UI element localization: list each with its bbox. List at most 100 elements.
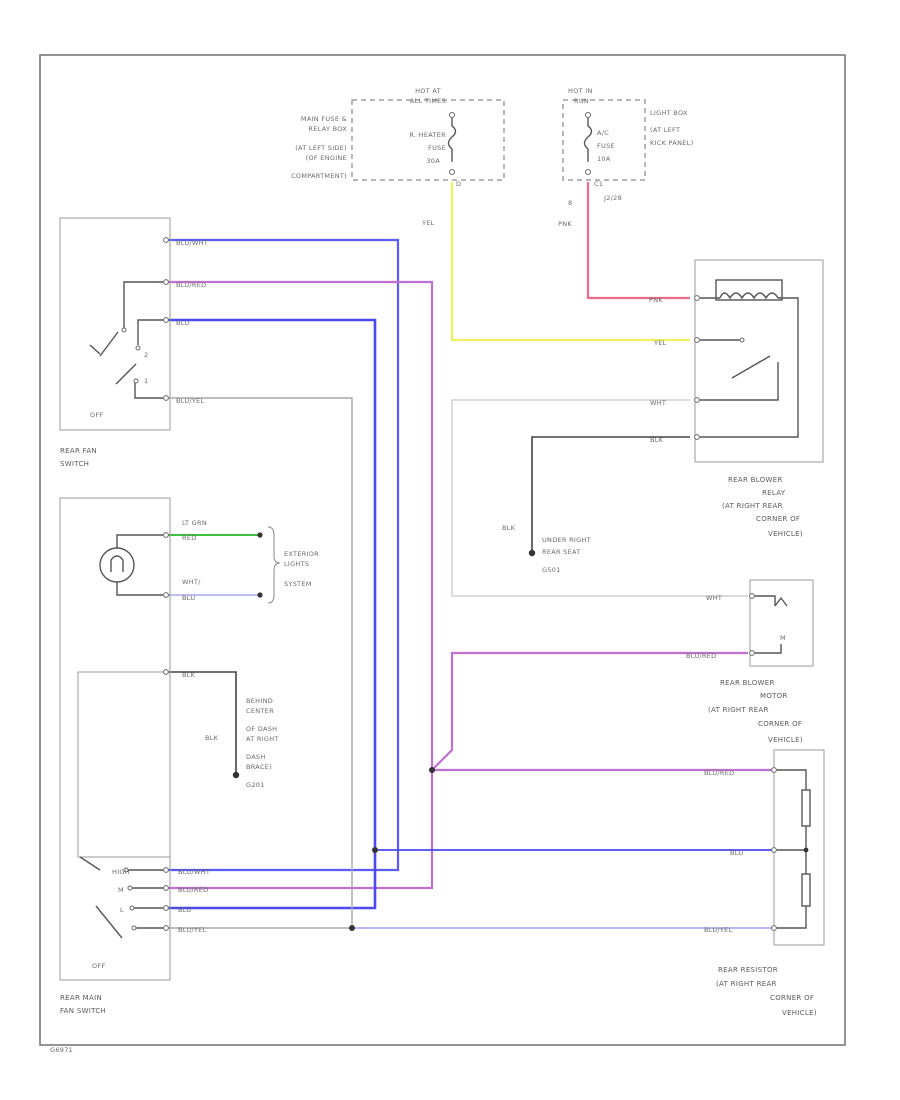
rear-main-switch-contacts bbox=[79, 856, 163, 929]
relay-pin-blk bbox=[694, 434, 700, 440]
rear-main-pos-high: HIGH bbox=[112, 868, 130, 876]
fuse-1-pin-bottom bbox=[449, 169, 455, 175]
fuse-2-word: FUSE bbox=[597, 142, 615, 150]
fuse-box-2-location-line-2: (AT LEFT bbox=[650, 126, 680, 134]
ground-1-label-line-5: DASH bbox=[246, 753, 266, 761]
fuse-2-pin-bottom bbox=[585, 169, 591, 175]
wire-blu-red-motor bbox=[431, 651, 748, 771]
wire-blu-label-1: BLU bbox=[176, 319, 189, 327]
resistor-pin-blu-yel bbox=[771, 925, 777, 931]
rear-fan-off: OFF bbox=[90, 411, 104, 419]
wire-lt-grn-end bbox=[257, 532, 263, 538]
wire-blu-yel-label-resistor: BLU/YEL bbox=[704, 926, 733, 934]
wire-wht-blu-label-bottom: BLU bbox=[182, 594, 195, 602]
wire-pnk-label: PNK bbox=[558, 220, 572, 228]
fuse-box-1-header-line-2: ALL TIMES bbox=[410, 97, 446, 105]
fuse-box-1-location-line-2: RELAY BOX bbox=[308, 125, 347, 133]
ground-1-label-line-3: OF DASH bbox=[246, 725, 277, 733]
wire-wht-blu-label-top: WHT/ bbox=[182, 578, 201, 586]
rear-fan-pos-1: 1 bbox=[144, 377, 148, 385]
rear-blower-motor-box bbox=[749, 579, 814, 667]
wire-blk-label-switch: BLK bbox=[182, 671, 196, 679]
junction-blu-yel bbox=[349, 925, 355, 931]
rear-fan-contact-3 bbox=[133, 378, 139, 384]
wire-blu-label-2: BLU bbox=[178, 906, 191, 914]
fuse-2-connector-label: J2/28 bbox=[603, 194, 622, 202]
fuse-1-pin-top bbox=[449, 112, 455, 118]
resistor-pin-blu bbox=[771, 847, 777, 853]
rear-main-lamp-leads bbox=[116, 534, 163, 596]
wire-yel-label: YEL bbox=[421, 219, 435, 227]
fuse-2-rating: 10A bbox=[597, 155, 611, 163]
rear-blower-relay-box bbox=[694, 259, 824, 463]
ground-1-label-line-6: BRACE) bbox=[246, 763, 272, 771]
ground-1-label-line-7: G201 bbox=[246, 781, 265, 789]
wire-blu-red-label-2: BLU/RED bbox=[178, 886, 208, 894]
wire-blu-wht-label-1: BLU/WHT bbox=[176, 239, 208, 247]
main-fuse-box-outline bbox=[351, 99, 505, 181]
relay-contact-circuit bbox=[700, 339, 779, 401]
relay-pin-wht bbox=[694, 397, 700, 403]
rear-main-contact-m bbox=[127, 885, 133, 891]
rear-blower-motor-label-line-1: REAR BLOWER bbox=[720, 679, 775, 687]
exterior-lights-label-line-3: SYSTEM bbox=[284, 580, 312, 588]
wire-blu-red-label-motor: BLU/RED bbox=[686, 652, 716, 660]
fuse-box-1-header-line-1: HOT AT bbox=[415, 87, 441, 95]
junction-blu-red bbox=[429, 767, 435, 773]
resistor-junction bbox=[803, 847, 809, 853]
fuse-box-2-header-line-2: RUN bbox=[574, 97, 589, 105]
wire-blu-yel bbox=[168, 397, 353, 929]
fuse-box-2-header-line-1: HOT IN bbox=[568, 87, 593, 95]
fuse-2-symbol bbox=[583, 118, 593, 162]
rear-fan-switch-blade-1 bbox=[99, 331, 119, 357]
wire-yel-label-relay: YEL bbox=[653, 339, 667, 347]
rear-fan-switch-label-line-1: REAR FAN bbox=[60, 447, 97, 455]
rear-fan-contact-2 bbox=[135, 345, 141, 351]
ground-g501-dot bbox=[528, 549, 536, 557]
wire-lt-grn-label-bottom: RED bbox=[182, 534, 197, 542]
ground-1-label-line-4: AT RIGHT bbox=[246, 735, 279, 743]
rear-fan-pin-3 bbox=[163, 317, 169, 323]
ground-1-label-line-1: BEHIND bbox=[246, 697, 273, 705]
rear-fan-pos-2: 2 bbox=[144, 351, 148, 359]
fuse-2-name: A/C bbox=[597, 129, 609, 137]
fuse-1-pin-label: D bbox=[456, 180, 461, 188]
wire-wht-label-relay: WHT bbox=[650, 399, 666, 407]
fuse-1-word: FUSE bbox=[428, 144, 446, 152]
rear-blower-motor-label-line-2: MOTOR bbox=[760, 692, 788, 700]
ground-2-wire-label: BLK bbox=[502, 524, 516, 532]
fuse-1-rating: 30A bbox=[426, 157, 440, 165]
relay-contact-point bbox=[739, 337, 745, 343]
relay-pin-yel bbox=[694, 337, 700, 343]
rear-main-switch-blade bbox=[95, 905, 123, 939]
rear-fan-pin-2 bbox=[163, 279, 169, 285]
rear-fan-switch-label-line-2: SWITCH bbox=[60, 460, 89, 468]
rear-blower-relay-label-line-4: CORNER OF bbox=[756, 515, 800, 523]
relay-coil-box bbox=[715, 279, 783, 301]
wire-blu-wht-label-2: BLU/WHT bbox=[178, 868, 210, 876]
ground-g201-dot bbox=[232, 771, 240, 779]
resistor-element-1 bbox=[801, 789, 811, 827]
motor-pin-blu-red bbox=[749, 650, 755, 656]
rear-main-pin-l bbox=[163, 925, 169, 931]
rear-main-contact-l bbox=[131, 925, 137, 931]
rear-resistor-box bbox=[773, 749, 825, 946]
relay-pin-pnk bbox=[694, 295, 700, 301]
rear-main-pin-high bbox=[163, 867, 169, 873]
rear-blower-motor-label-line-5: VEHICLE) bbox=[768, 736, 803, 744]
rear-fan-contact-1 bbox=[121, 327, 127, 333]
relay-contact-blade bbox=[731, 355, 771, 379]
ground-1-wire-label: BLK bbox=[205, 734, 219, 742]
rear-main-pin-lamp-1 bbox=[163, 532, 169, 538]
motor-symbol: M bbox=[780, 634, 786, 642]
rear-resistor-label-line-4: VEHICLE) bbox=[782, 1009, 817, 1017]
fuse-1-symbol bbox=[447, 118, 457, 162]
motor-leads bbox=[755, 595, 782, 654]
wire-blu-red-label-1: BLU/RED bbox=[176, 281, 206, 289]
wire-blk-switch-ground bbox=[168, 671, 237, 772]
diagram-frame bbox=[39, 54, 846, 1046]
relay-coil-symbol bbox=[719, 292, 779, 300]
fuse-1-name: R. HEATER bbox=[409, 131, 446, 139]
rear-main-switch-label-line-1: REAR MAIN bbox=[60, 994, 102, 1002]
resistor-element-2 bbox=[801, 873, 811, 907]
